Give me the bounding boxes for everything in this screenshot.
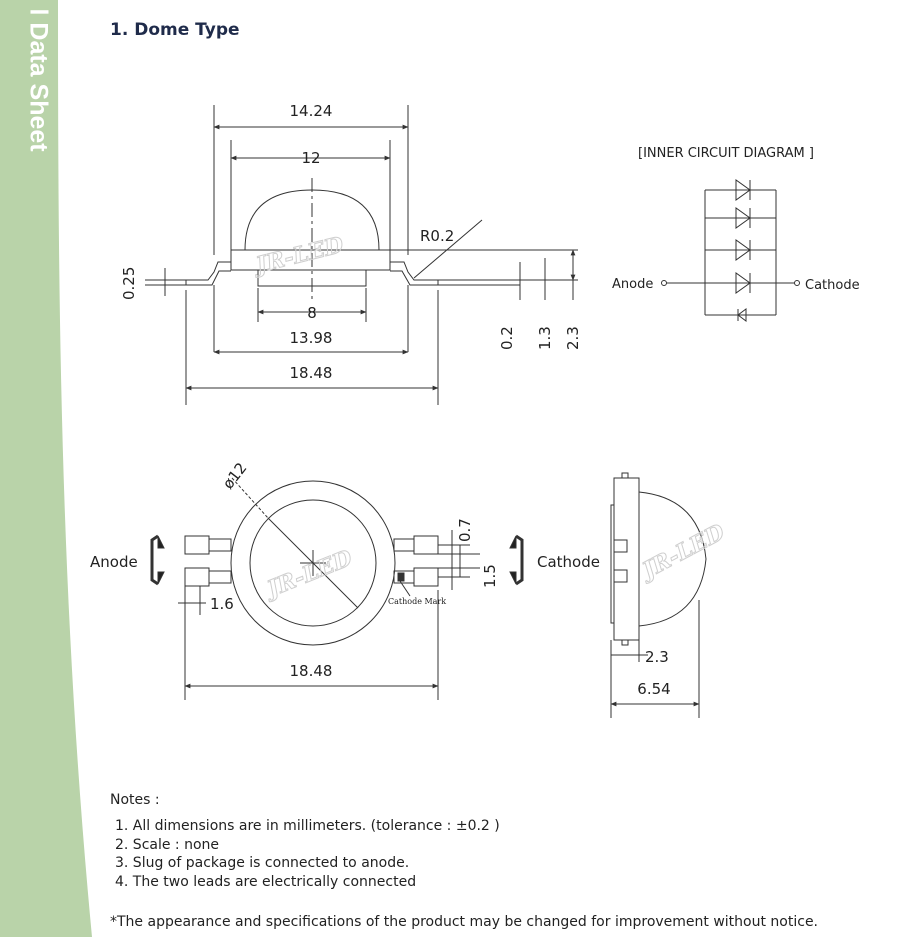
circuit-title: [INNER CIRCUIT DIAGRAM ] <box>638 146 814 161</box>
dim-side-total: 6.54 <box>637 680 670 698</box>
dim-pad-gap: 0.7 <box>456 518 474 542</box>
watermark-front: JR-LED <box>260 545 356 604</box>
dim-radius: R0.2 <box>420 227 454 245</box>
side-band: l Data Sheet <box>0 0 92 937</box>
dim-top-total: 14.24 <box>290 102 333 120</box>
dim-height-3: 2.3 <box>564 326 582 350</box>
inner-circuit-diagram <box>661 179 800 322</box>
dim-pad-pitch: 1.5 <box>481 564 499 588</box>
section-heading: 1. Dome Type <box>110 20 240 40</box>
dim-pad-width: 1.6 <box>210 595 234 613</box>
dim-top-dome: 12 <box>301 149 320 167</box>
note-item: 4. The two leads are electrically connec… <box>115 873 417 890</box>
front-view <box>150 477 524 700</box>
side-view <box>610 472 707 718</box>
notes-title: Notes : <box>110 792 160 808</box>
dim-top-overall: 18.48 <box>290 364 333 382</box>
watermark-side: JR-LED <box>635 519 729 586</box>
cathode-mark-label: Cathode Mark <box>388 597 446 606</box>
dim-lead-thickness: 0.25 <box>120 267 138 300</box>
dim-diameter: ø12 <box>219 459 251 492</box>
disclaimer: *The appearance and specifications of th… <box>110 914 819 930</box>
front-cathode-label: Cathode <box>537 553 600 571</box>
note-item: 3. Slug of package is connected to anode… <box>115 855 410 871</box>
note-item: 2. Scale : none <box>115 836 220 853</box>
circuit-cathode-label: Cathode <box>805 278 860 293</box>
top-view <box>145 105 578 405</box>
watermark-top: JR-LED <box>250 232 347 280</box>
dim-front-overall: 18.48 <box>290 662 333 680</box>
notes: Notes : 1. All dimensions are in millime… <box>110 792 500 891</box>
dim-height-1: 0.2 <box>498 326 516 350</box>
circuit-anode-label: Anode <box>612 277 653 292</box>
front-anode-label: Anode <box>90 553 138 571</box>
side-band-shape <box>0 0 92 937</box>
dim-slug: 8 <box>307 304 317 322</box>
dim-side-base: 2.3 <box>645 648 669 666</box>
note-item: 1. All dimensions are in millimeters. (t… <box>115 818 500 834</box>
dim-body: 13.98 <box>290 329 333 347</box>
dim-height-2: 1.3 <box>536 326 554 350</box>
